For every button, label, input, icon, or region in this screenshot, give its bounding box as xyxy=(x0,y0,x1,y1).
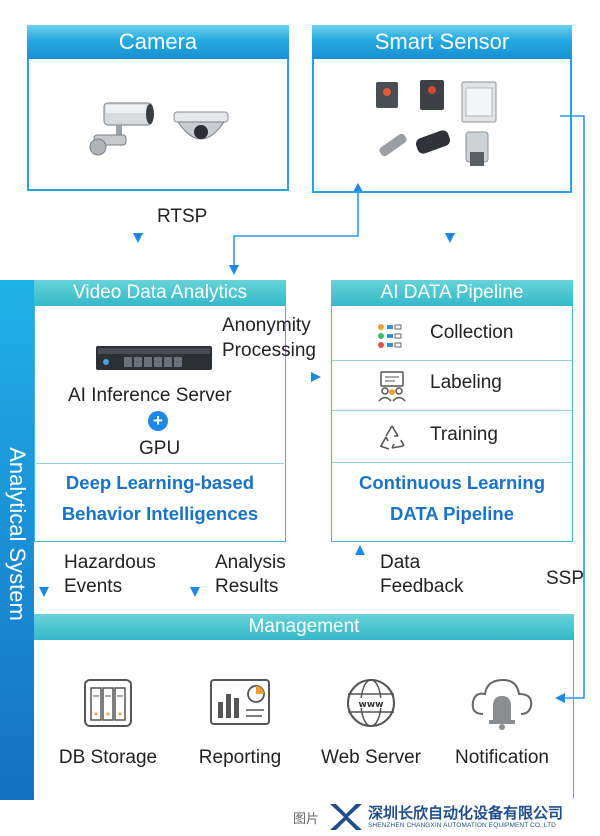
db-storage-label: DB Storage xyxy=(58,747,158,768)
sensor-to-video-arrow xyxy=(229,186,359,275)
management-item-db-storage: DB Storage xyxy=(38,676,178,769)
feedback-label-line1: Data xyxy=(380,552,421,573)
training-label: Training xyxy=(430,424,498,445)
behavior-headline-line1: Deep Learning-based xyxy=(65,472,255,493)
company-name-en: SHENZHEN CHANGXIN AUTOMATION EQUIPMENT C… xyxy=(368,822,556,829)
web-server-label: Web Server xyxy=(321,747,421,768)
management-item-reporting: Reporting xyxy=(170,676,310,769)
pipeline-item-labeling: Labeling xyxy=(332,360,572,411)
camera-title: Camera xyxy=(27,25,289,59)
ssp-label: SSP xyxy=(546,568,585,589)
sensor-devices-icon xyxy=(376,80,497,166)
ai-inference-server-label: AI Inference Server xyxy=(68,385,232,406)
notification-label: Notification xyxy=(455,747,549,768)
pipeline-item-collection: Collection xyxy=(332,310,572,361)
svg-text:www: www xyxy=(359,700,384,710)
pipeline-title: AI DATA Pipeline xyxy=(331,280,573,306)
analysis-label-line1: Analysis xyxy=(215,552,286,573)
continuous-headline-line1: Continuous Learning xyxy=(358,472,545,493)
globe-icon: www xyxy=(347,679,395,727)
analysis-label-line2: Results xyxy=(215,576,279,597)
ssp-connector xyxy=(555,115,585,703)
analytical-system-label: Analytical System xyxy=(5,447,30,621)
hazardous-label-line2: Events xyxy=(64,576,123,597)
report-icon xyxy=(210,679,270,725)
database-icon xyxy=(84,679,132,727)
hazardous-label-line1: Hazardous xyxy=(64,552,156,573)
dome-camera-icon xyxy=(173,111,229,140)
analytical-system-bar xyxy=(0,280,34,800)
continuous-headline-line2: DATA Pipeline xyxy=(389,503,515,524)
management-item-notification: Notification xyxy=(432,672,572,769)
footer-bar xyxy=(290,798,600,836)
company-name-cn: 深圳长欣自动化设备有限公司 xyxy=(368,805,564,822)
behavior-headline-line2: Behavior Intelligences xyxy=(61,503,259,524)
bullet-camera-icon xyxy=(89,102,154,156)
management-item-web-server: www Web Server xyxy=(301,676,441,769)
labeling-label: Labeling xyxy=(430,372,502,393)
smart-sensor-title: Smart Sensor xyxy=(312,25,572,59)
collection-label: Collection xyxy=(430,322,514,343)
plus-badge: + xyxy=(148,411,168,431)
labeling-icon xyxy=(378,371,406,402)
gpu-label: GPU xyxy=(139,438,181,459)
management-title: Management xyxy=(34,614,574,640)
recycle-icon xyxy=(379,425,405,450)
anonymity-label-line1: Anonymity xyxy=(222,315,311,336)
pipeline-item-training: Training xyxy=(332,412,572,463)
footer-prefix: 图片 xyxy=(293,811,320,826)
company-logo-icon xyxy=(330,804,362,830)
reporting-label: Reporting xyxy=(198,747,282,768)
video-analytics-divider xyxy=(36,463,284,464)
cloud-bell-icon xyxy=(471,678,533,730)
checklist-icon xyxy=(378,324,402,348)
server-icon xyxy=(96,346,212,370)
video-analytics-title: Video Data Analytics xyxy=(34,280,286,306)
anonymity-label-line2: Processing xyxy=(222,340,316,361)
rtsp-label: RTSP xyxy=(157,206,208,227)
feedback-label-line2: Feedback xyxy=(380,576,464,597)
